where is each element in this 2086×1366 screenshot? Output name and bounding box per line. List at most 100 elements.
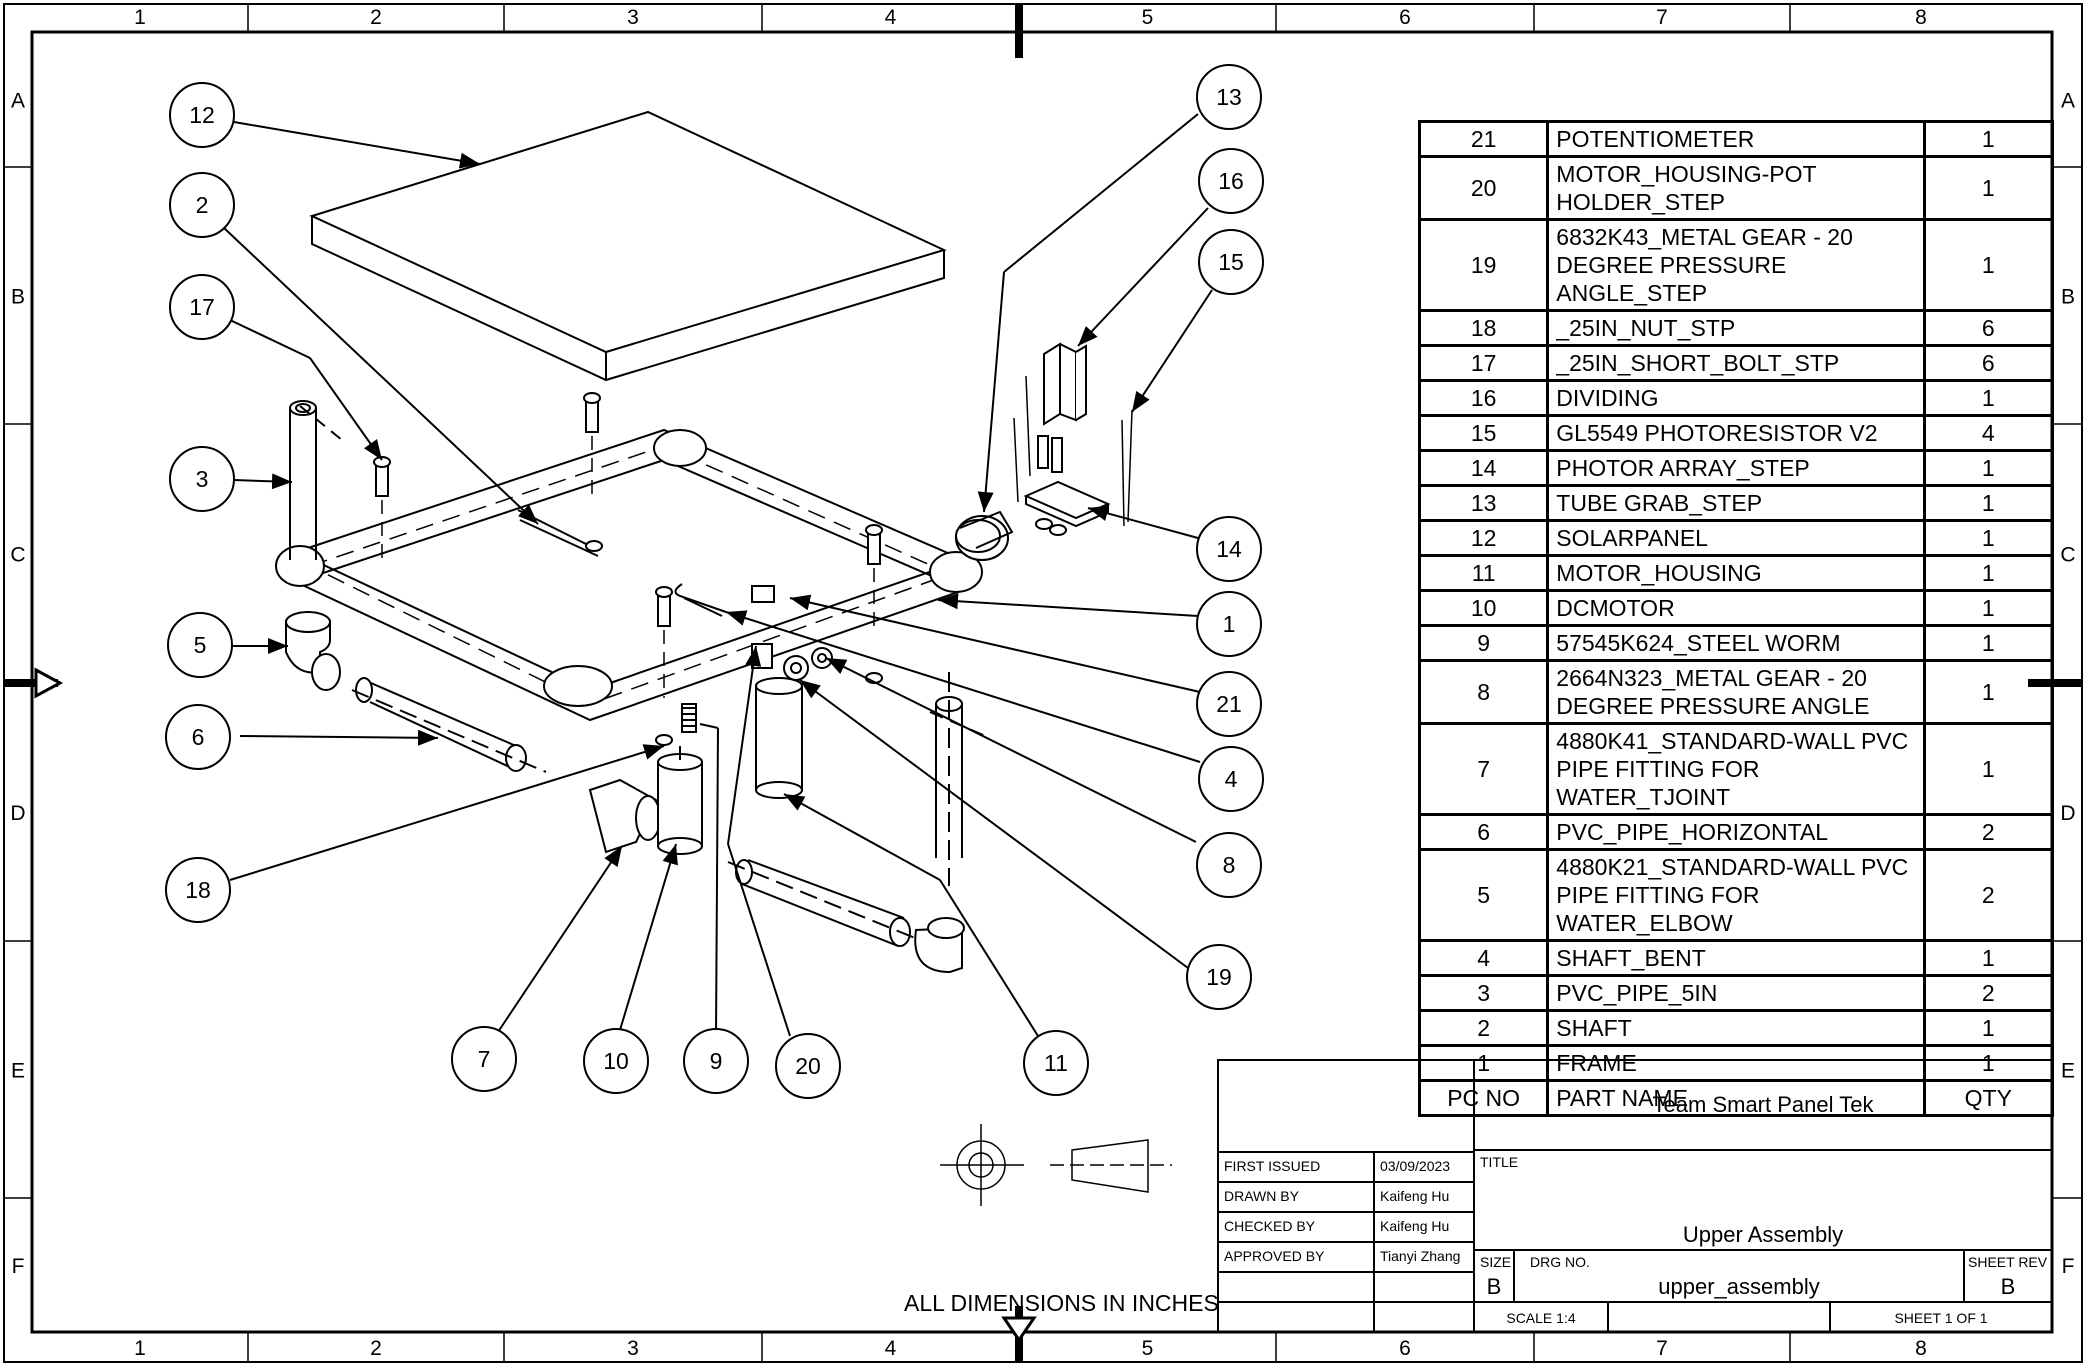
callout-number: 4 xyxy=(1225,766,1238,792)
callout-number: 19 xyxy=(1206,964,1232,990)
bom-part-name: DCMOTOR xyxy=(1546,589,1926,627)
bom-part-number: 21 xyxy=(1417,120,1550,158)
callout-circle xyxy=(1196,832,1262,898)
size-value: B xyxy=(1486,1274,1502,1299)
callout-number: 12 xyxy=(189,102,215,128)
bom-part-number: 2 xyxy=(1417,1009,1550,1047)
bom-quantity: 1 xyxy=(1922,449,2055,487)
callout-circle xyxy=(169,446,235,512)
checked-by-value: Kaifeng Hu xyxy=(1380,1218,1450,1234)
approved-by-value: Tianyi Zhang xyxy=(1380,1248,1461,1264)
callout-circle xyxy=(451,1026,517,1092)
callout-circle xyxy=(169,172,235,238)
callout-balloon: 18 xyxy=(165,857,231,923)
bom-quantity: 1 xyxy=(1922,939,2055,977)
zone-row-label: E xyxy=(11,1060,25,1083)
callout-circle xyxy=(1198,148,1264,214)
callout-number: 9 xyxy=(710,1048,723,1074)
bom-header-no: PC NO xyxy=(1417,1079,1550,1117)
solar-panel xyxy=(309,110,947,354)
bom-quantity: 2 xyxy=(1922,813,2055,851)
callout-number: 1 xyxy=(1223,611,1236,637)
first-issued-label: FIRST ISSUED xyxy=(1224,1158,1321,1174)
bom-quantity: 1 xyxy=(1922,1009,2055,1047)
callout-circle xyxy=(775,1033,841,1099)
bom-part-number: 1 xyxy=(1417,1044,1550,1082)
bom-part-name: DIVIDING xyxy=(1546,379,1926,417)
drawn-by-value: Kaifeng Hu xyxy=(1380,1188,1450,1204)
bom-part-name: 6832K43_METAL GEAR - 20 DEGREE PRESSURE … xyxy=(1546,218,1926,312)
bom-quantity: 6 xyxy=(1922,344,2055,382)
bom-header-row: PC NO PART NAME QTY xyxy=(1417,1079,2055,1117)
bom-quantity: 6 xyxy=(1922,309,2055,347)
bom-quantity: 1 xyxy=(1922,379,2055,417)
callout-balloon: 7 xyxy=(451,1026,517,1092)
callout-number: 11 xyxy=(1044,1050,1068,1076)
bom-part-name: 4880K21_STANDARD-WALL PVC PIPE FITTING F… xyxy=(1546,848,1926,942)
bom-quantity: 2 xyxy=(1922,974,2055,1012)
bom-part-number: 12 xyxy=(1417,519,1550,557)
zone-column-label: 8 xyxy=(1915,6,1927,29)
callout-circle xyxy=(1196,516,1262,582)
zone-column-label: 5 xyxy=(1142,6,1154,29)
callout-number: 8 xyxy=(1223,852,1236,878)
callout-circle xyxy=(583,1028,649,1094)
bom-part-number: 3 xyxy=(1417,974,1550,1012)
callout-circle xyxy=(1196,591,1262,657)
bom-part-number: 10 xyxy=(1417,589,1550,627)
zone-column-label: 2 xyxy=(370,1337,382,1360)
callout-circle xyxy=(1196,64,1262,130)
callout-balloon: 11 xyxy=(1023,1030,1089,1096)
bom-part-name: GL5549 PHOTORESISTOR V2 xyxy=(1546,414,1926,452)
bom-part-name: PVC_PIPE_HORIZONTAL xyxy=(1546,813,1926,851)
bom-part-name: PHOTOR ARRAY_STEP xyxy=(1546,449,1926,487)
bom-quantity: 2 xyxy=(1922,848,2055,942)
bom-quantity: 1 xyxy=(1922,484,2055,522)
callout-balloon: 1 xyxy=(1196,591,1262,657)
dimensions-note: ALL DIMENSIONS IN INCHES xyxy=(904,1290,1219,1316)
bom-part-name: PVC_PIPE_5IN xyxy=(1546,974,1926,1012)
callout-balloon: 16 xyxy=(1198,148,1264,214)
bom-part-number: 16 xyxy=(1417,379,1550,417)
bom-part-number: 14 xyxy=(1417,449,1550,487)
callout-circle xyxy=(1198,229,1264,295)
bom-quantity: 1 xyxy=(1922,722,2055,816)
bom-part-number: 9 xyxy=(1417,624,1550,662)
callout-number: 5 xyxy=(194,632,207,658)
zone-row-label: A xyxy=(2061,90,2075,113)
callout-balloon: 12 xyxy=(169,82,235,148)
bom-quantity: 4 xyxy=(1922,414,2055,452)
bom-part-name: 57545K624_STEEL WORM xyxy=(1546,624,1926,662)
bom-part-name: 4880K41_STANDARD-WALL PVC PIPE FITTING F… xyxy=(1546,722,1926,816)
bom-part-number: 19 xyxy=(1417,218,1550,312)
zone-column-label: 6 xyxy=(1399,6,1411,29)
callout-balloon: 8 xyxy=(1196,832,1262,898)
bom-part-name: MOTOR_HOUSING-POT HOLDER_STEP xyxy=(1546,155,1926,221)
title-block-frame xyxy=(1217,1059,2053,1333)
orientation-arrow xyxy=(34,667,64,699)
bom-part-number: 13 xyxy=(1417,484,1550,522)
callout-number: 16 xyxy=(1218,168,1244,194)
callout-circle xyxy=(165,704,231,770)
zone-column-label: 1 xyxy=(134,1337,146,1360)
zone-column-label: 1 xyxy=(134,6,146,29)
projection-symbol xyxy=(940,1124,1172,1206)
